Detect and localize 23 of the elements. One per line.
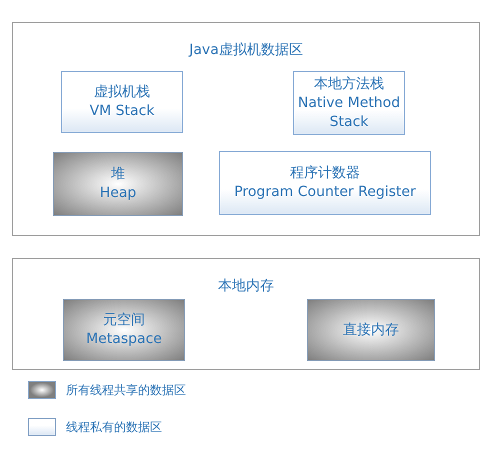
region-title: Java虚拟机数据区 (188, 41, 304, 60)
area-label: VM Stack (90, 102, 154, 121)
area-label: 虚拟机栈 (94, 83, 150, 102)
legend-label: 线程私有的数据区 (66, 418, 162, 436)
legend-label: 所有线程共享的数据区 (66, 382, 186, 398)
area-label: 元空间 (103, 311, 145, 330)
area-label: Metaspace (86, 330, 162, 349)
data-area-box (53, 152, 183, 216)
memory-region-box (12, 258, 480, 370)
memory-region-box (12, 22, 480, 236)
data-area-box (307, 299, 435, 361)
area-label: 本地方法栈 (314, 74, 384, 94)
data-area-box (61, 71, 183, 133)
area-label: 堆 (111, 165, 125, 184)
data-area-box (293, 71, 405, 135)
area-label: Heap (100, 184, 136, 203)
data-area-box (219, 151, 431, 215)
area-label: Native Method Stack (296, 94, 402, 132)
area-label: 直接内存 (343, 320, 399, 340)
data-area-box (63, 299, 185, 361)
region-title: 本地内存 (217, 277, 275, 296)
area-label: 程序计数器 (290, 164, 360, 183)
area-label: Program Counter Register (234, 183, 416, 202)
